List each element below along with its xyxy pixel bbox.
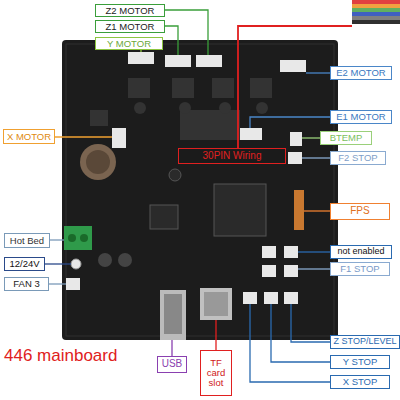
- label-text: Z2 MOTOR: [106, 6, 155, 16]
- buzzer: [80, 144, 116, 180]
- terminal-block: [64, 226, 92, 250]
- tf-slot: [200, 288, 232, 320]
- label-text: FPS: [350, 206, 369, 217]
- label-text: E2 MOTOR: [336, 68, 385, 78]
- label-box: Z STOP/LEVEL: [330, 335, 400, 349]
- label-text: F1 STOP: [340, 264, 379, 274]
- label-text: USB: [162, 359, 183, 370]
- label-box: FAN 3: [4, 277, 49, 291]
- label-box: USB: [157, 356, 187, 373]
- connector: [238, 128, 262, 140]
- label-box: F2 STOP: [330, 151, 386, 165]
- label-text: Hot Bed: [10, 236, 44, 246]
- label-box: not enabled: [330, 245, 392, 259]
- label-text: Z1 MOTOR: [106, 22, 155, 32]
- label-box: Y MOTOR: [95, 37, 163, 50]
- endstop-connectors: [243, 246, 298, 304]
- board: [62, 40, 338, 340]
- label-box: Z2 MOTOR: [95, 4, 165, 17]
- label-box: FPS: [330, 203, 390, 220]
- connector: [112, 128, 126, 148]
- label-box: E2 MOTOR: [330, 66, 392, 80]
- connector: [165, 55, 191, 67]
- label-box: X MOTOR: [3, 129, 55, 144]
- label-text: X STOP: [343, 377, 378, 387]
- label-box: TF card slot: [200, 350, 232, 396]
- label-text: E1 MOTOR: [336, 112, 385, 122]
- label-box: Y STOP: [330, 355, 390, 369]
- label-text: FAN 3: [13, 279, 39, 289]
- label-box: Hot Bed: [4, 233, 50, 248]
- ribbon-cable: [352, 0, 400, 24]
- components: [90, 78, 272, 140]
- usb-port: [160, 290, 186, 340]
- connector: [288, 152, 302, 164]
- label-text: X MOTOR: [7, 132, 51, 142]
- fpc-connector: [294, 190, 304, 230]
- connector: [290, 132, 302, 146]
- label-box: F1 STOP: [330, 262, 390, 276]
- label-text: TF card slot: [201, 358, 231, 388]
- mcu-chip: [214, 184, 266, 236]
- label-text: 30PIN Wiring: [203, 151, 262, 162]
- board-title: 446 mainboard: [4, 346, 117, 366]
- label-text: Y MOTOR: [107, 39, 151, 49]
- connector: [196, 55, 222, 67]
- label-box: 30PIN Wiring: [178, 148, 286, 164]
- connector: [280, 60, 306, 72]
- label-box: Z1 MOTOR: [95, 20, 165, 33]
- label-text: 12/24V: [9, 259, 39, 269]
- label-text: Y STOP: [343, 357, 378, 367]
- label-box: 12/24V: [4, 257, 45, 271]
- label-text: BTEMP: [330, 133, 363, 143]
- label-text: Z STOP/LEVEL: [334, 337, 397, 346]
- leader-lines: [45, 10, 352, 382]
- label-text: F2 STOP: [338, 153, 377, 163]
- label-box: BTEMP: [320, 131, 372, 145]
- connector: [128, 52, 154, 64]
- label-box: E1 MOTOR: [330, 110, 392, 124]
- label-box: X STOP: [330, 375, 390, 389]
- label-text: not enabled: [337, 247, 384, 256]
